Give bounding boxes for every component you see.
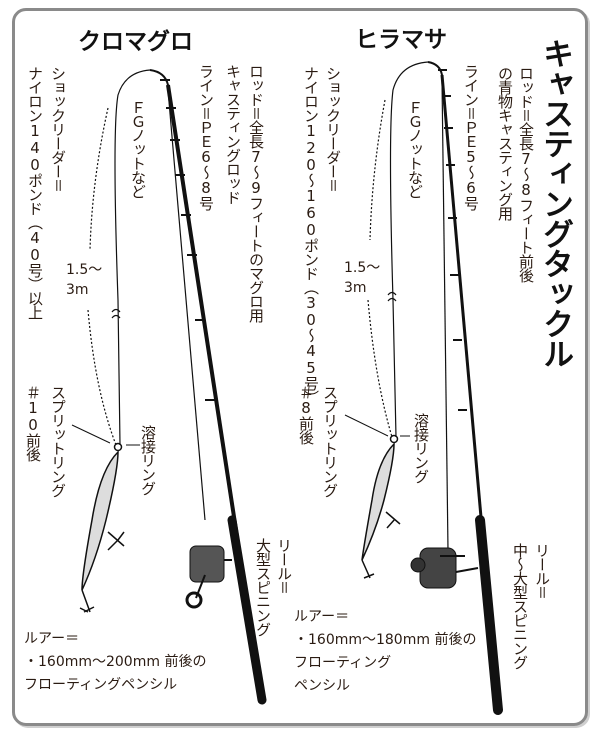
tuna-split-ring-label: スプリットリング: [49, 385, 67, 497]
tuna-rod-type: キャスティングロッド: [224, 64, 242, 204]
diagram-frame: [12, 8, 588, 726]
tuna-welded-ring-label: 溶接リング: [139, 425, 157, 495]
tuna-line-spec: ライン＝ＰＥ6～8号: [197, 64, 215, 210]
tuna-length: 1.5～ 3m: [66, 260, 102, 300]
yellowtail-lure-line4: ペンシル: [294, 678, 350, 694]
yellowtail-length-line2: 3m: [344, 280, 367, 296]
tuna-rod: [149, 69, 267, 705]
yellowtail-reel: [410, 547, 479, 589]
yellowtail-leader-spec: ナイロン120～160ポンド（30～45号）: [302, 66, 320, 404]
yellowtail-rod-type: の青物キャスティング用: [496, 66, 514, 220]
yellowtail-rod: [427, 61, 503, 715]
tuna-lure-line1: ルアー＝: [24, 631, 80, 647]
main-title: キャスティングタックル: [537, 38, 573, 368]
yellowtail-knot: ＦＧノットなど: [406, 100, 424, 198]
tuna-reel: [185, 545, 232, 609]
tuna-line: [71, 69, 206, 521]
tuna-lure-line2: ・160mm～200mm 前後の: [24, 654, 207, 670]
tuna-leader-label: ショックリーダー＝: [49, 66, 67, 192]
tuna-lure-line3: フローティングペンシル: [24, 677, 178, 693]
tuna-split-ring-size: ＃10前後: [24, 385, 42, 461]
yellowtail-lure-line3: フローティング: [294, 655, 392, 671]
yellowtail-reel-label: リール＝: [533, 543, 551, 599]
yellowtail-leader-label: ショックリーダー＝: [324, 66, 342, 192]
yellowtail-lure: [361, 434, 401, 579]
yellowtail-length: 1.5～ 3m: [344, 258, 380, 298]
tuna-length-line1: 1.5～: [66, 262, 103, 278]
panel-title-tuna: クロマグロ: [78, 29, 193, 55]
tuna-lure: [79, 442, 125, 613]
yellowtail-line-spec: ライン＝ＰＥ5～6号: [462, 64, 480, 210]
yellowtail-reel-spec: 中～大型スピニング: [511, 543, 529, 669]
yellowtail-lure-spec: ルアー＝ ・160mm～180mm 前後の フローティング ペンシル: [294, 606, 476, 698]
panel-title-yellowtail: ヒラマサ: [355, 27, 447, 53]
yellowtail-split-ring-label: スプリットリング: [321, 385, 339, 497]
yellowtail-split-ring-size: ＃8前後: [297, 385, 315, 444]
yellowtail-rod-spec: ロッド＝全長7～8フィート前後: [517, 66, 535, 282]
yellowtail-length-line1: 1.5～: [344, 260, 381, 276]
tuna-reel-label: リール＝: [275, 538, 293, 594]
yellowtail-welded-ring-label: 溶接リング: [412, 413, 430, 483]
tuna-knot: ＦＧノットなど: [129, 100, 147, 198]
yellowtail-line: [344, 61, 449, 551]
yellowtail-lure-line1: ルアー＝: [294, 609, 350, 625]
tuna-rod-spec: ロッド＝全長7～9フィートのマグロ用: [247, 64, 265, 322]
yellowtail-lure-line2: ・160mm～180mm 前後の: [294, 632, 477, 648]
tuna-reel-spec: 大型スピニング: [254, 538, 272, 636]
tuna-lure-spec: ルアー＝ ・160mm～200mm 前後の フローティングペンシル: [24, 628, 206, 697]
tuna-length-line2: 3m: [66, 282, 89, 298]
tuna-leader-spec: ナイロン140ポンド（40号）以上: [26, 66, 44, 319]
